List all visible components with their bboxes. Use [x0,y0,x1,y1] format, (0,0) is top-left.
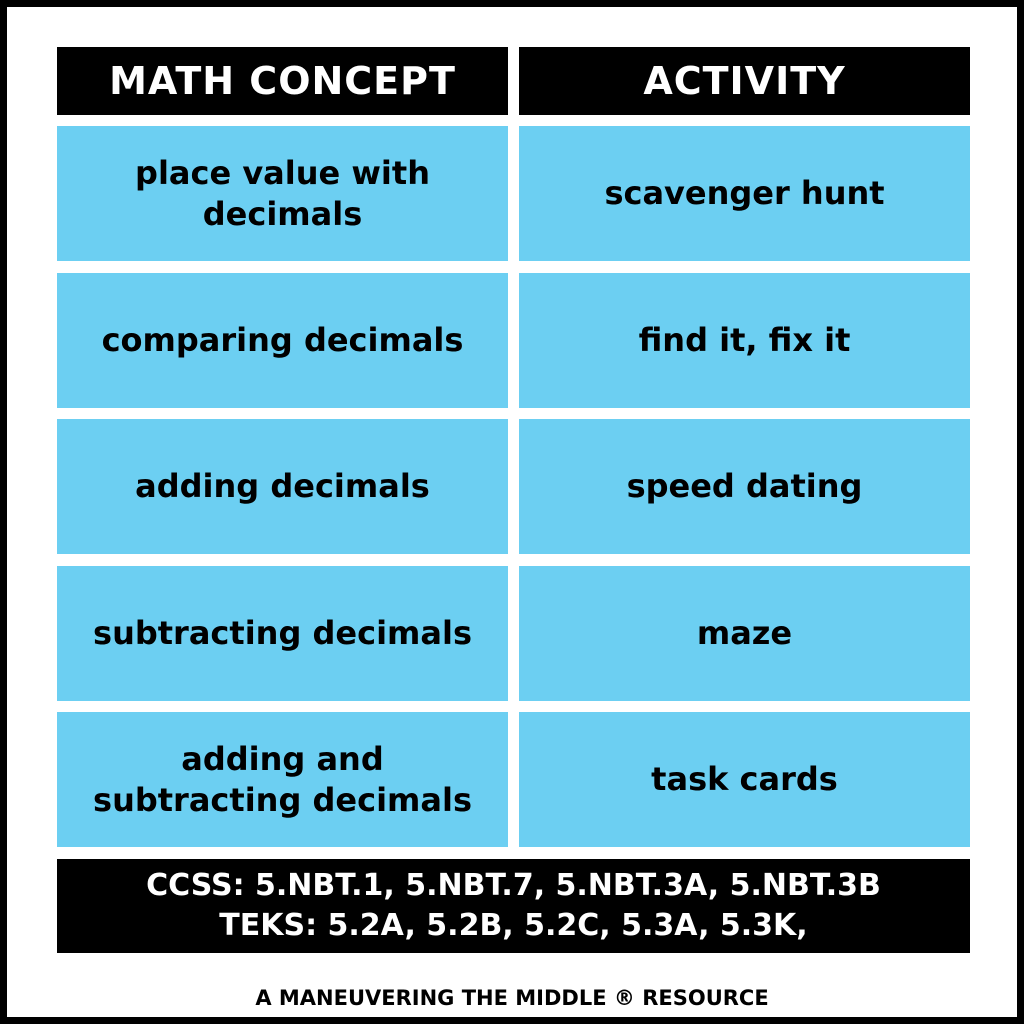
ccss-standards: CCSS: 5.NBT.1, 5.NBT.7, 5.NBT.3A, 5.NBT.… [146,868,881,903]
header-activity: ACTIVITY [519,47,970,115]
header-label: ACTIVITY [643,59,846,103]
activity-text: speed dating [626,467,863,505]
concept-text: adding decimals [135,467,430,505]
resource-credit: A MANEUVERING THE MIDDLE ® RESOURCE [255,986,769,1010]
activity-cell: speed dating [519,419,970,554]
activity-text: find it, fix it [638,321,851,359]
concept-cell: adding and subtracting decimals [57,712,508,847]
activity-cell: find it, fix it [519,273,970,408]
concept-text: adding and subtracting decimals [93,739,472,819]
concept-cell: subtracting decimals [57,566,508,701]
activity-cell: scavenger hunt [519,126,970,261]
concept-cell: adding decimals [57,419,508,554]
activity-text: task cards [651,760,838,798]
activity-text: maze [696,614,793,652]
concept-text: place value with decimals [135,153,430,233]
header-math-concept: MATH CONCEPT [57,47,508,115]
header-label: MATH CONCEPT [109,59,456,103]
standards-footer: CCSS: 5.NBT.1, 5.NBT.7, 5.NBT.3A, 5.NBT.… [57,859,970,953]
concept-text: subtracting decimals [93,614,472,652]
activity-cell: maze [519,566,970,701]
concept-cell: place value with decimals [57,126,508,261]
concept-cell: comparing decimals [57,273,508,408]
activity-text: scavenger hunt [604,174,885,212]
concept-text: comparing decimals [101,321,464,359]
activity-cell: task cards [519,712,970,847]
teks-standards: TEKS: 5.2A, 5.2B, 5.2C, 5.3A, 5.3K, [219,908,808,943]
